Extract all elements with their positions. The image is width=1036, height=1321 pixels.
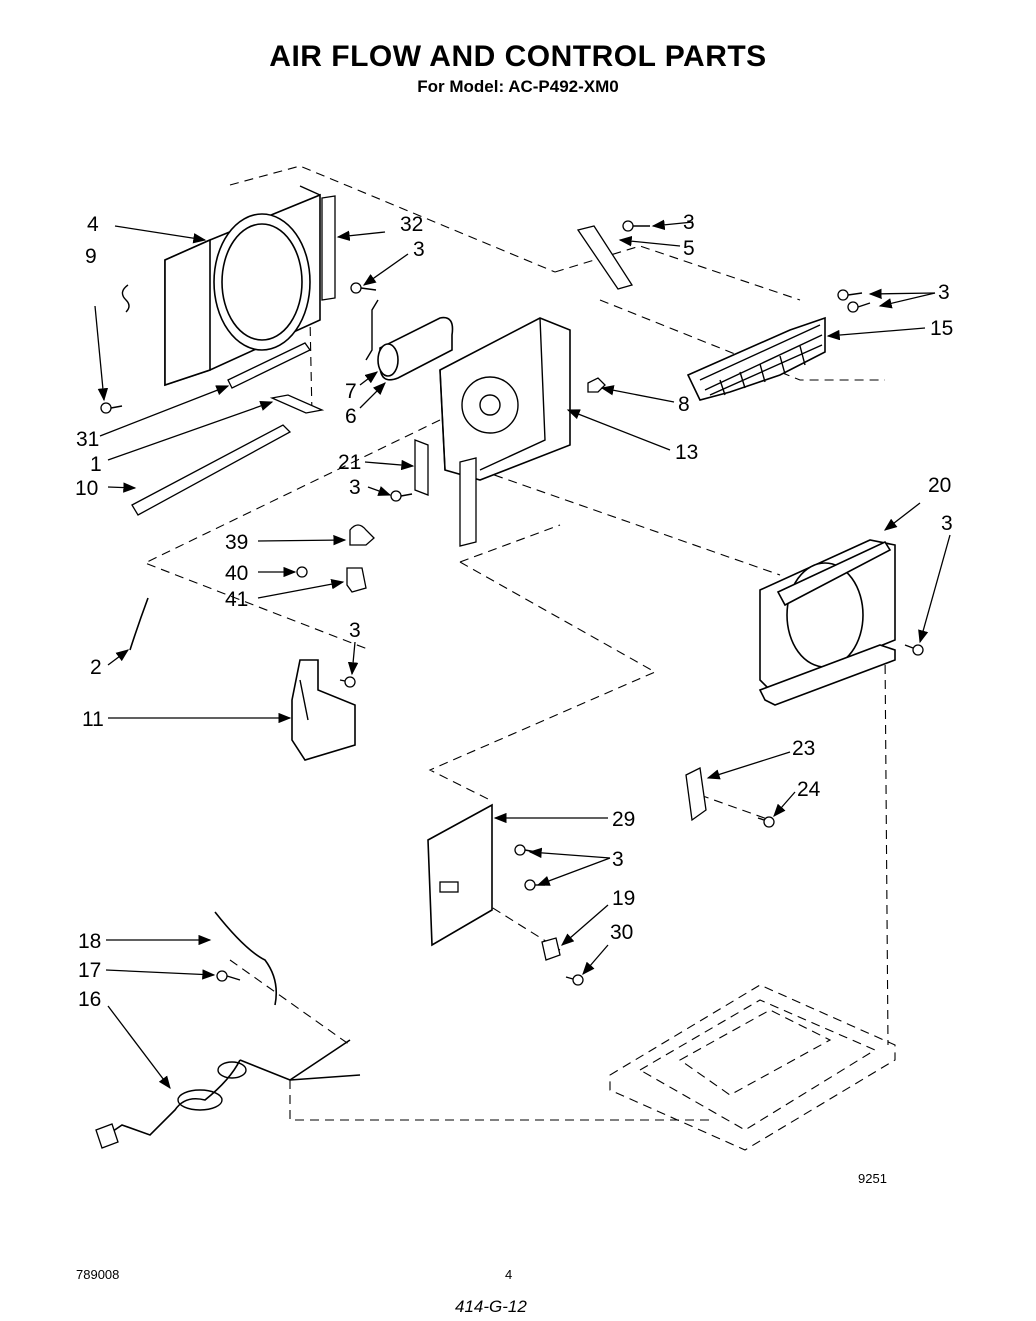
strap-7: [365, 299, 379, 361]
right-shroud-20: [758, 539, 896, 706]
callout-3: 3: [349, 619, 361, 642]
callout-32: 32: [400, 213, 423, 236]
strip-31: [227, 342, 311, 389]
switch-19: [541, 937, 561, 961]
callout-41: 41: [225, 588, 248, 611]
support-bar: [459, 457, 477, 547]
callout-29: 29: [612, 808, 635, 831]
clamp-39: [349, 524, 375, 546]
bracket-5: [576, 225, 634, 290]
leader-lines: [94, 219, 951, 1090]
base-pan: [609, 984, 896, 1151]
bracket-11: [291, 659, 356, 761]
nut-8: [587, 377, 606, 393]
callout-3: 3: [349, 476, 361, 499]
callout-6: 6: [345, 405, 357, 428]
capacitor-6: [377, 316, 454, 381]
callout-3: 3: [941, 512, 953, 535]
callout-5: 5: [683, 237, 695, 260]
callout-30: 30: [610, 921, 633, 944]
strip-1: [269, 394, 325, 414]
callout-7: 7: [345, 380, 357, 403]
callout-9: 9: [85, 245, 97, 268]
wire-18: [214, 911, 278, 1006]
callout-3: 3: [683, 211, 695, 234]
screws: [100, 220, 924, 986]
callout-10: 10: [75, 477, 98, 500]
control-panel-29: [427, 803, 493, 947]
footer-left-code: 789008: [76, 1267, 119, 1282]
clip-9: [121, 284, 130, 313]
callout-3: 3: [612, 848, 624, 871]
callout-labels: 4 32 3 9 3 5 3 15 7 6 8 31 13 1 21 10 3 …: [75, 211, 953, 1011]
callout-16: 16: [78, 988, 101, 1011]
callout-23: 23: [792, 737, 815, 760]
bracket-21: [414, 439, 429, 496]
callout-39: 39: [225, 531, 248, 554]
callout-2: 2: [90, 656, 102, 679]
callout-31: 31: [76, 428, 99, 451]
callout-19: 19: [612, 887, 635, 910]
bulkhead-13: [439, 317, 571, 481]
callout-21: 21: [338, 451, 361, 474]
tube-2: [129, 597, 149, 651]
footer-page-number: 4: [505, 1267, 512, 1282]
left-shroud-part: [164, 185, 321, 387]
model-subtitle: For Model: AC-P492-XM0: [417, 77, 619, 96]
footer-handwritten-note: 414-G-12: [455, 1297, 527, 1316]
callout-3: 3: [938, 281, 950, 304]
page-title: AIR FLOW AND CONTROL PARTS: [269, 40, 766, 73]
callout-11: 11: [82, 708, 104, 731]
figure-number: 9251: [858, 1171, 887, 1186]
callout-20: 20: [928, 474, 951, 497]
seal-strip-32: [321, 195, 336, 301]
grommet-41: [346, 567, 367, 593]
callout-24: 24: [797, 778, 821, 801]
strip-10: [131, 424, 292, 516]
power-cord-16: [95, 1039, 361, 1149]
callout-15: 15: [930, 317, 953, 340]
callout-8: 8: [678, 393, 690, 416]
filter-15: [686, 316, 826, 401]
callout-13: 13: [675, 441, 698, 464]
callout-3: 3: [413, 238, 425, 261]
callout-1: 1: [90, 453, 102, 476]
screw-40: [296, 566, 308, 578]
callout-40: 40: [225, 562, 248, 585]
callout-17: 17: [78, 959, 101, 982]
terminal-23: [685, 767, 707, 822]
callout-4: 4: [87, 213, 99, 236]
callout-18: 18: [78, 930, 101, 953]
